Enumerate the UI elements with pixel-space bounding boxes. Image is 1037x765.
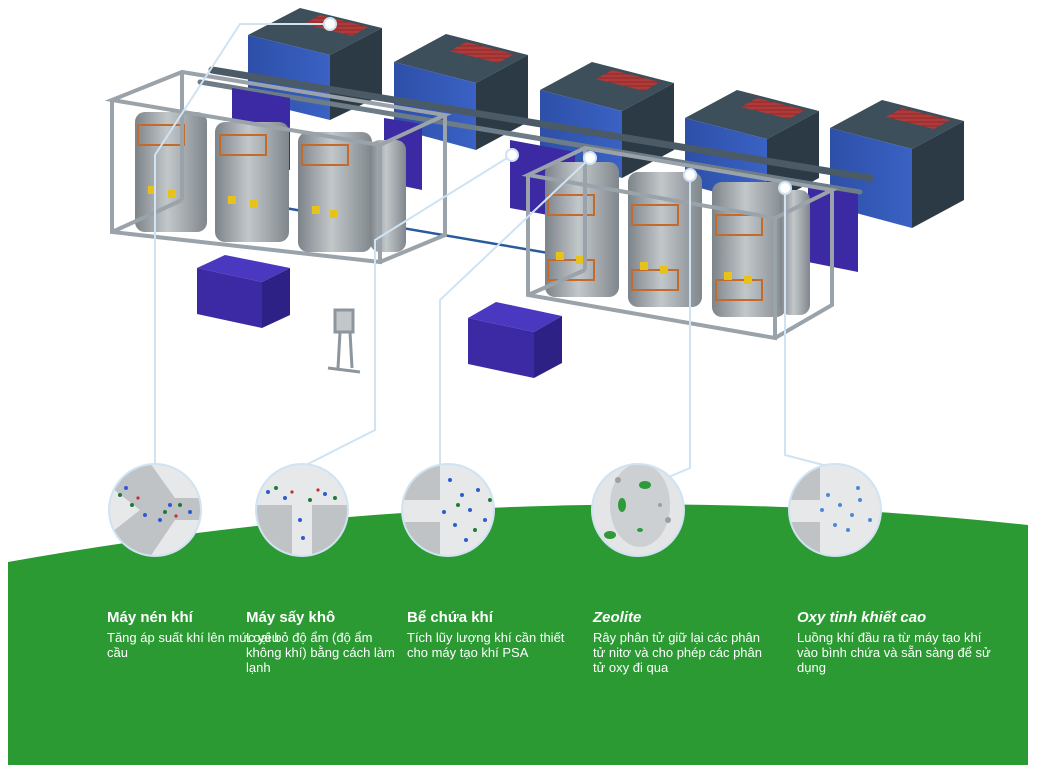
compressed-air-particles-icon xyxy=(108,463,202,557)
step-desc: Loại bỏ độ ẩm (độ ẩm không khí) bằng các… xyxy=(246,630,395,675)
step-label-zeolite: Zeolite Rây phân tử giữ lại các phân tử … xyxy=(593,608,773,675)
step-title: Oxy tinh khiết cao xyxy=(797,609,927,626)
psa-generator-left xyxy=(104,69,452,265)
step-title: Zeolite xyxy=(593,609,642,626)
callout-lines xyxy=(154,23,836,491)
storage-tank-2 xyxy=(468,302,562,378)
step-label-pure-oxygen: Oxy tinh khiết cao Luồng khí đầu ra từ m… xyxy=(797,608,997,675)
step-label-air-tank: Bể chứa khí Tích lũy lượng khí cần thiết… xyxy=(407,608,567,660)
storage-tank-1 xyxy=(197,255,290,328)
air-storage-tanks xyxy=(197,255,562,378)
step-desc: Tăng áp suất khí lên mức yêu cầu xyxy=(107,630,280,660)
green-ground xyxy=(8,504,1028,765)
pure-oxygen-particles-icon xyxy=(788,463,882,557)
air-tank-particles-icon xyxy=(401,463,495,557)
step-desc: Rây phân tử giữ lại các phân tử nitơ và … xyxy=(593,630,762,675)
step-desc: Luồng khí đầu ra từ máy tạo khí vào bình… xyxy=(797,630,991,675)
psa-generator-right xyxy=(521,145,839,341)
zeolite-sieve-icon xyxy=(591,463,685,557)
control-stand xyxy=(327,308,361,374)
callout-dots xyxy=(323,17,792,195)
step-label-compressor: Máy nén khí Tăng áp suất khí lên mức yêu… xyxy=(107,608,287,660)
step-label-dryer: Máy sấy khô Loại bỏ độ ẩm (độ ẩm không k… xyxy=(246,608,396,675)
step-desc: Tích lũy lượng khí cần thiết cho máy tạo… xyxy=(407,630,565,660)
step-title: Bể chứa khí xyxy=(407,609,493,626)
step-title: Máy nén khí xyxy=(107,609,193,626)
step-title: Máy sấy khô xyxy=(246,609,336,626)
dryer-particles-icon xyxy=(255,463,349,557)
